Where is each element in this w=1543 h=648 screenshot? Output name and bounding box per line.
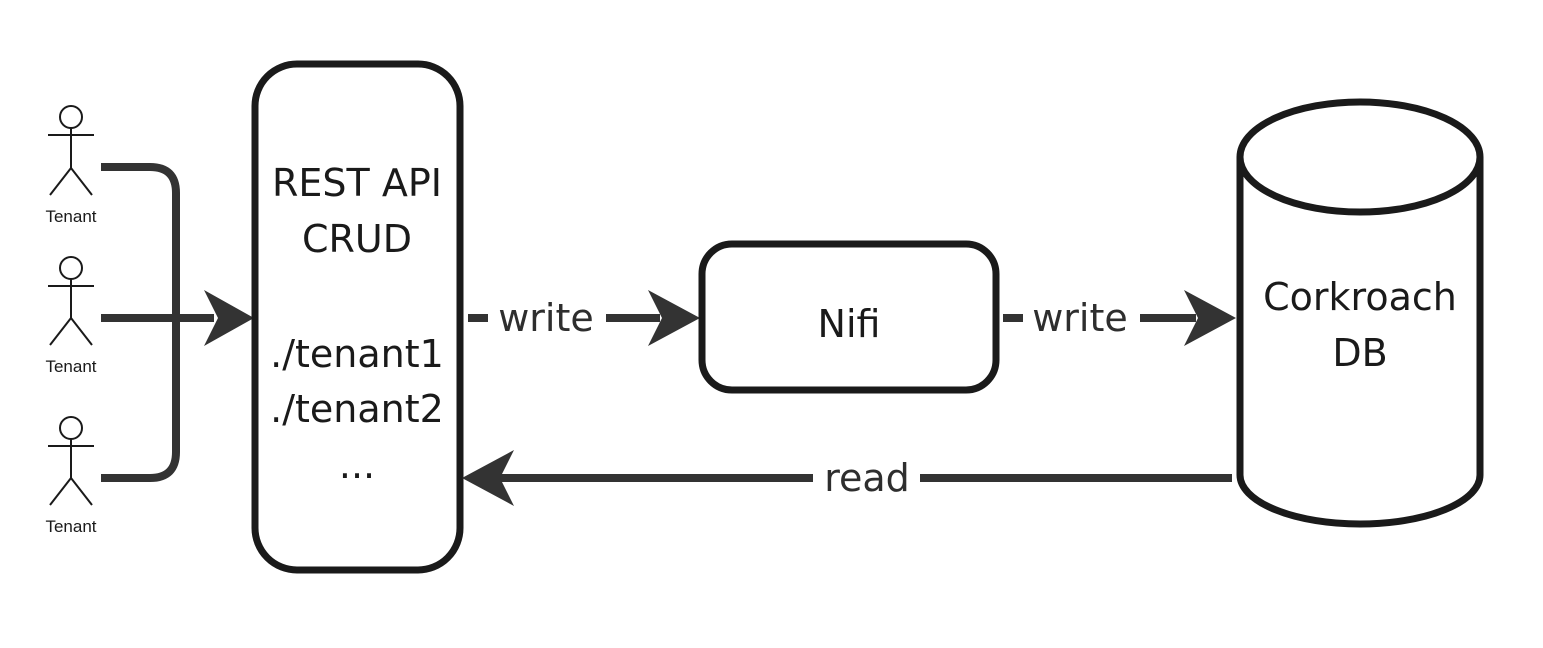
db-line-1: Corkroach: [1263, 275, 1457, 319]
api-line-5: ./tenant2: [270, 387, 444, 431]
tenant-3-connector: [101, 318, 180, 482]
tenant-1-connector: [101, 163, 180, 318]
stick-figure-icon: [48, 105, 94, 196]
nifi-to-db-edge: write: [1003, 290, 1236, 346]
arrowhead: [1184, 290, 1236, 346]
db-to-api-edge: read: [462, 450, 1232, 506]
api-to-nifi-edge: write: [468, 290, 700, 346]
api-line-4: ./tenant1: [270, 332, 444, 376]
api-line-2: CRUD: [302, 217, 412, 261]
tenant-connectors: [101, 163, 214, 482]
arrowhead: [462, 450, 514, 506]
db-line-2: DB: [1332, 331, 1387, 375]
nifi-box: Nifi: [698, 240, 1000, 394]
stick-figure-icon: [48, 256, 94, 346]
tenant-actor-2: Tenant: [45, 256, 97, 376]
edge-label-write: write: [1032, 296, 1128, 340]
api-line-1: REST API: [272, 161, 442, 205]
api-line-6: ...: [339, 443, 375, 487]
tenant-label: Tenant: [45, 357, 96, 376]
arrowhead: [648, 290, 700, 346]
tenant-label: Tenant: [45, 207, 96, 226]
tenants-to-api-arrow: [204, 290, 254, 346]
tenant-label: Tenant: [45, 517, 96, 536]
nifi-label: Nifi: [818, 302, 881, 346]
tenant-actor-1: Tenant: [45, 105, 97, 226]
edge-label-read: read: [824, 456, 910, 500]
stick-figure-icon: [48, 416, 94, 506]
edge-label-write: write: [498, 296, 594, 340]
rest-api-box: REST API CRUD ./tenant1 ./tenant2 ...: [251, 60, 464, 574]
corkroach-db-cylinder: Corkroach DB: [1236, 98, 1484, 528]
tenant-actor-3: Tenant: [45, 416, 97, 536]
